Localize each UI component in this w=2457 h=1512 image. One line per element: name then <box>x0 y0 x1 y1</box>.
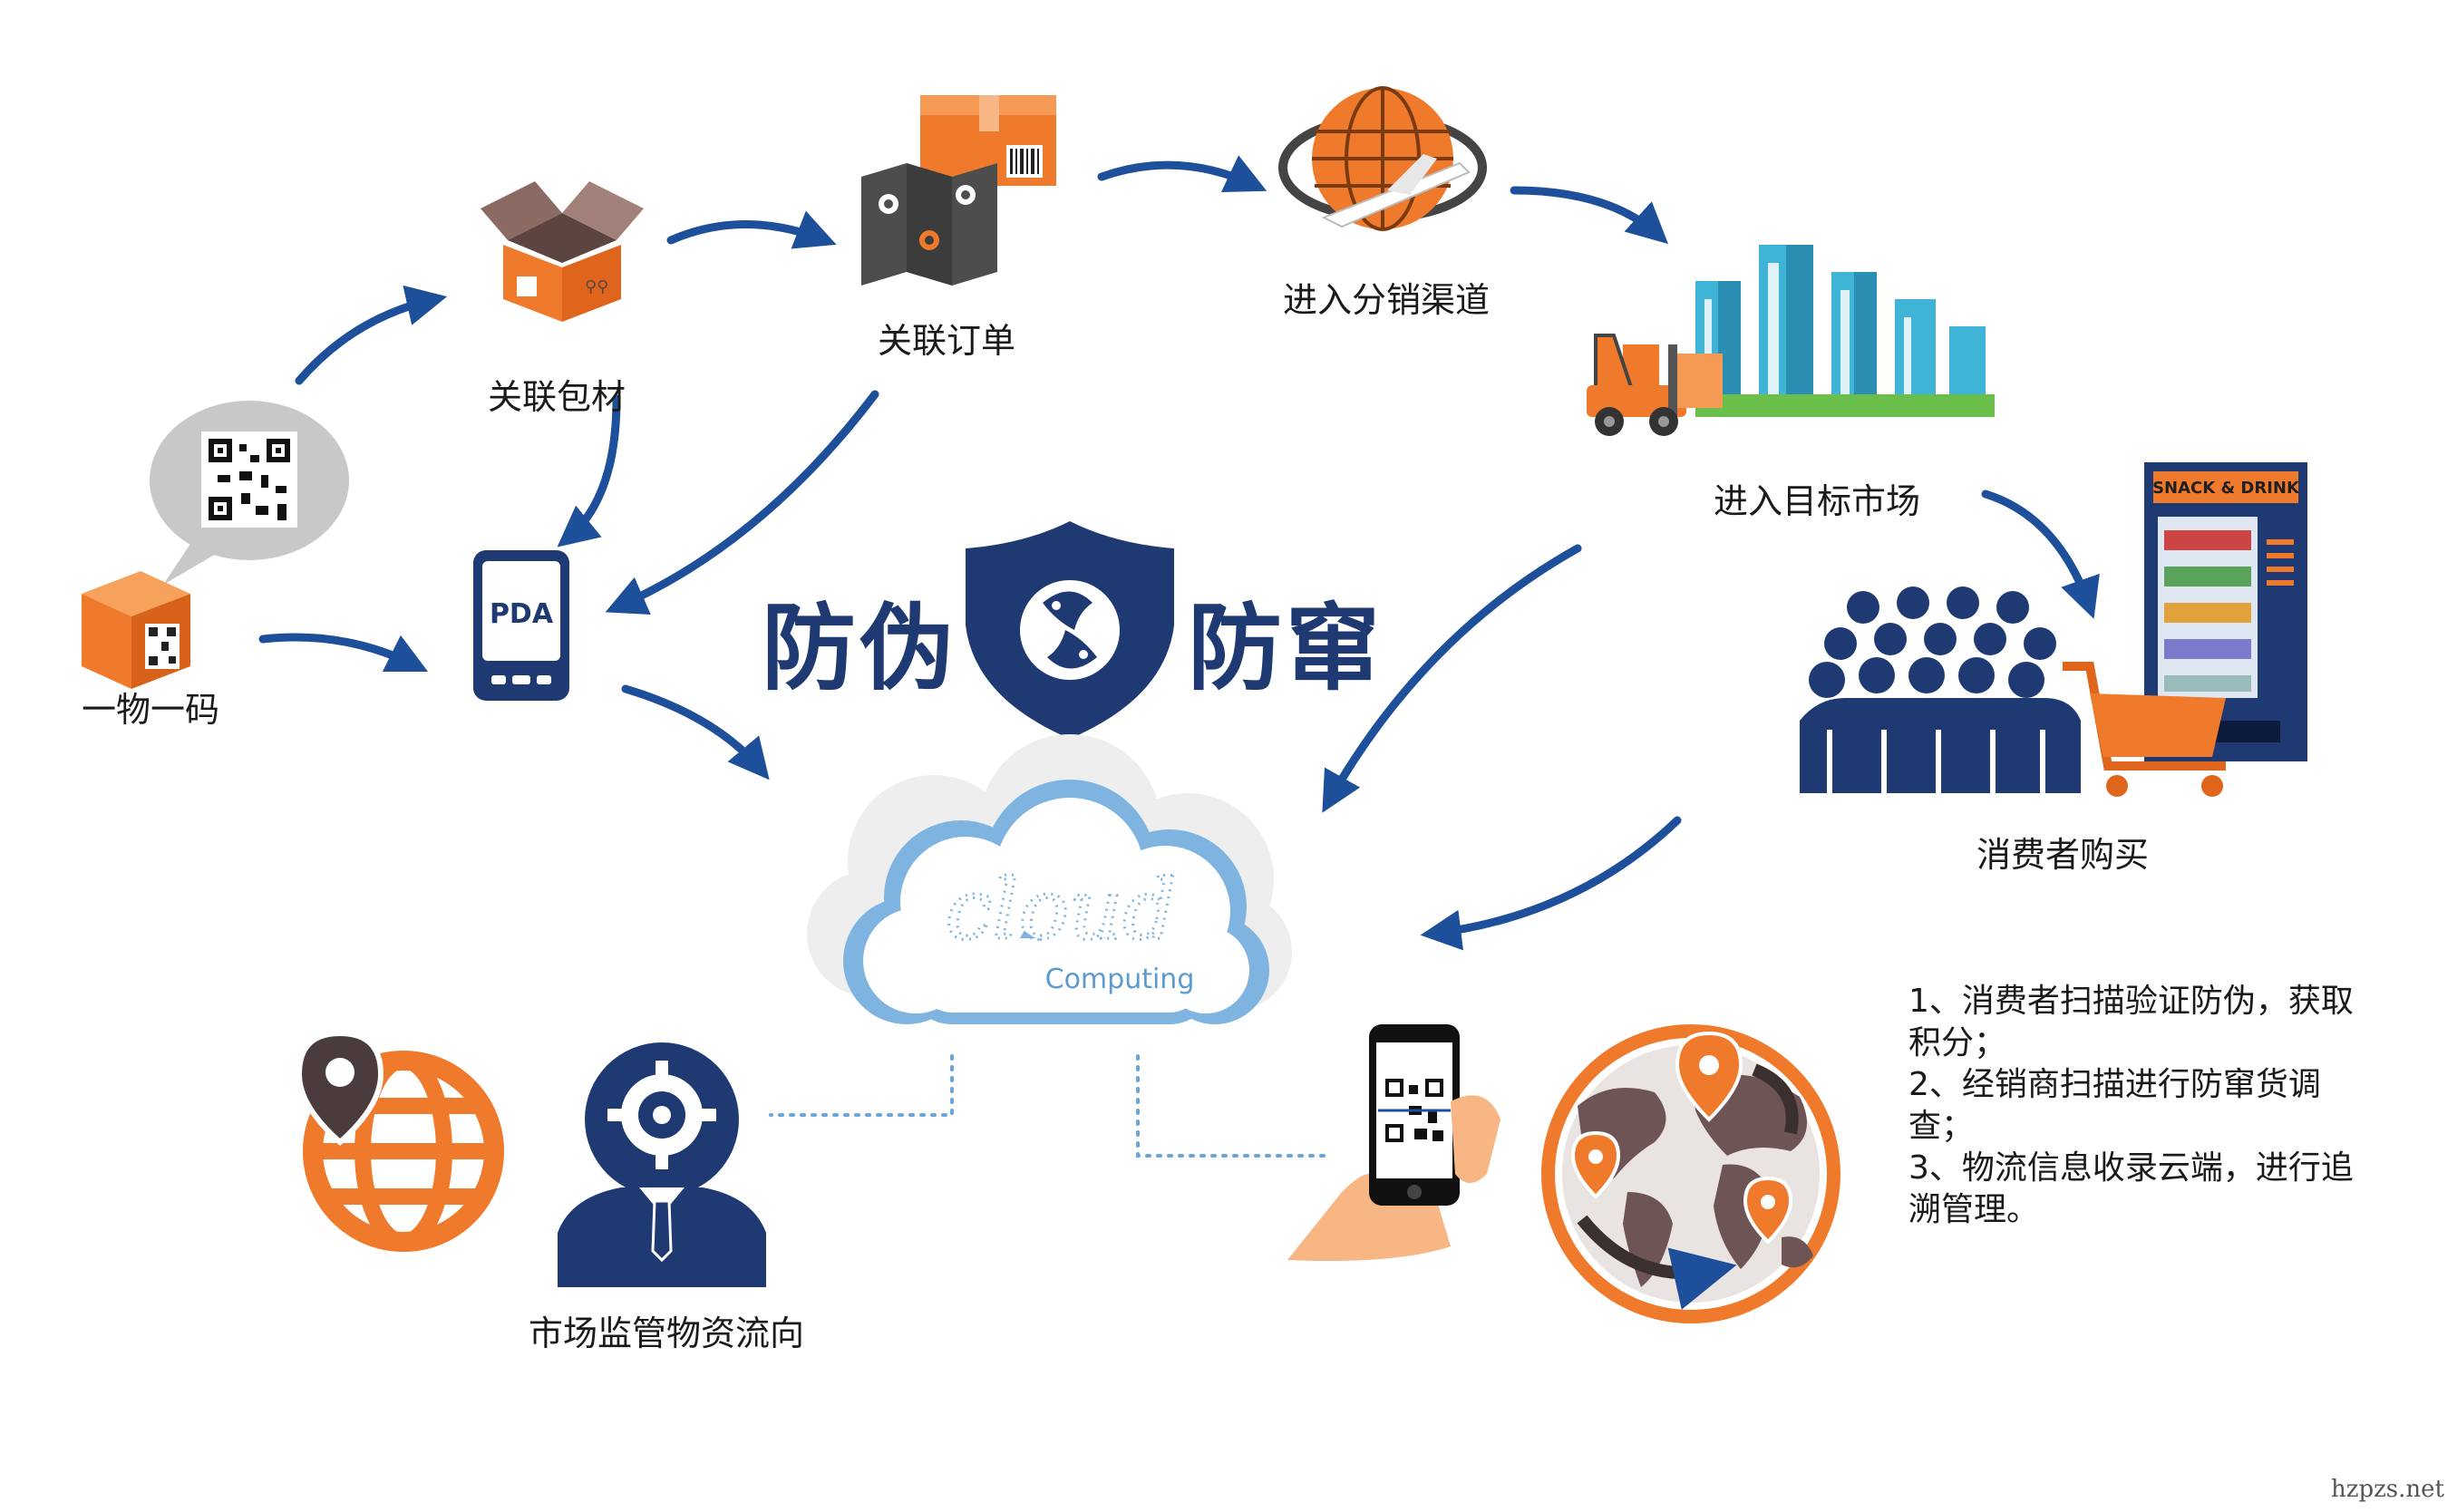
arrow-distribution-to-market <box>1510 186 1668 245</box>
pda-device-icon: PDA <box>473 550 569 701</box>
note-item-1: 1、消费者扫描验证防伪，获取积分； <box>1908 983 2354 1061</box>
anti-counterfeit-text: 防伪 <box>762 593 958 703</box>
city-forklift-icon <box>1587 245 1995 436</box>
anti-channel-conflict-text: 防窜 <box>1188 593 1384 703</box>
watermark: hzpzs.net <box>2331 1476 2444 1503</box>
label-link-packaging: 关联包材 <box>488 377 626 417</box>
label-consumer-purchase: 消费者购买 <box>1976 835 2150 875</box>
dotted-connector-left <box>769 1054 954 1117</box>
vending-sign: SNACK & DRINK <box>2152 479 2300 498</box>
arrow-code-to-pda <box>258 633 429 673</box>
svg-text:⚲⚲: ⚲⚲ <box>585 277 608 296</box>
cloud-subtitle: Computing <box>1045 964 1195 995</box>
note-item-3: 3、物流信息收录云端，进行追溯管理。 <box>1908 1149 2354 1228</box>
arrow-pda-to-cloud <box>621 684 770 780</box>
globe-pin-icon <box>296 1030 504 1252</box>
phone-scan-icon <box>1287 1024 1500 1261</box>
pda-label: PDA <box>490 598 554 630</box>
arrow-market-to-cloud <box>1322 544 1582 813</box>
label-link-order: 关联订单 <box>878 321 1016 361</box>
consumers-vending-icon: SNACK & DRINK <box>1800 462 2307 797</box>
arrow-order-to-distribution <box>1097 155 1267 192</box>
arrow-market-to-consumer <box>1981 489 2100 619</box>
cloud-word: cloud <box>946 861 1176 958</box>
label-one-item-one-code: 一物一码 <box>82 690 220 730</box>
globe-airplane-icon <box>1278 86 1487 231</box>
arrow-order-to-pda <box>605 390 879 615</box>
note-item-2: 2、经销商扫描进行防窜货调查； <box>1908 1066 2321 1145</box>
label-market-supervision: 市场监管物资流向 <box>529 1313 805 1353</box>
label-enter-target-market: 进入目标市场 <box>1714 481 1921 521</box>
arrow-packaging-to-order <box>666 210 837 249</box>
supervisor-person-icon <box>558 1042 766 1287</box>
open-box-icon: ⚲⚲ <box>481 181 644 322</box>
world-tracking-icon <box>1541 1024 1840 1323</box>
arrow-consumer-to-cloud <box>1420 816 1682 951</box>
qr-box-icon <box>82 401 349 689</box>
dotted-connector-right <box>1136 1054 1326 1158</box>
arrow-code-to-packaging <box>295 285 448 385</box>
label-enter-distribution: 进入分销渠道 <box>1283 280 1491 320</box>
order-map-icon <box>861 95 1056 286</box>
cloud-computing-icon: cloud Computing <box>807 734 1292 1024</box>
arrow-packaging-to-pda <box>557 394 621 548</box>
notes-panel: 1、消费者扫描验证防伪，获取积分； 2、经销商扫描进行防窜货调查； 3、物流信息… <box>1908 981 2380 1231</box>
shield-logo-icon <box>966 521 1174 739</box>
